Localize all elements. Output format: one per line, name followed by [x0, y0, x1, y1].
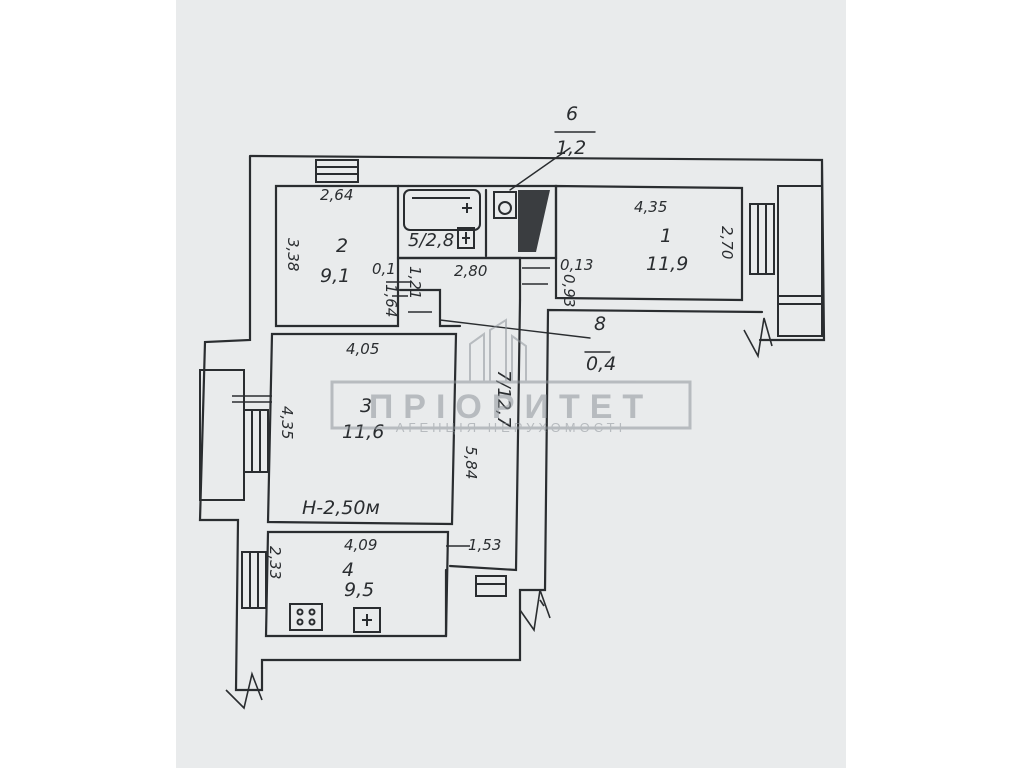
- ventilation-shaft: [518, 190, 550, 252]
- watermark: ПРІОРИТЕТ АГЕНЦІЯ НЕРУХОМОСТІ: [330, 318, 692, 435]
- leader-line-6: [509, 147, 571, 191]
- bathtub-icon: [403, 189, 481, 231]
- dim-1-53: 1,53: [468, 536, 501, 554]
- dim-4-35-left: 4,35: [278, 406, 296, 439]
- room-8-number: 8: [594, 313, 606, 335]
- room-1-number: 1: [660, 225, 672, 247]
- window-icon: [199, 159, 823, 609]
- dimension-ticks: [232, 267, 550, 547]
- dim-2-64: 2,64: [320, 186, 353, 204]
- ceiling-height: H-2,50м: [302, 497, 380, 519]
- dim-1-21: 1,21: [406, 266, 424, 299]
- room-1-area: 11,9: [646, 253, 688, 275]
- dim-5-84: 5,84: [462, 446, 480, 479]
- dim-3-38: 3,38: [284, 238, 302, 271]
- room-1-walls: [554, 184, 744, 302]
- room-2-number: 2: [336, 235, 348, 257]
- room-4-number: 4: [342, 559, 354, 581]
- dim-4-35-top: 4,35: [634, 198, 667, 216]
- watermark-title: ПРІОРИТЕТ: [369, 388, 653, 426]
- dim-1-64: 1,64: [382, 284, 400, 317]
- dim-2-33: 2,33: [266, 546, 284, 579]
- room-4-area: 9,5: [344, 579, 374, 601]
- dim-2-70: 2,70: [718, 226, 736, 259]
- stove-icon: [289, 603, 323, 631]
- room-5-label: 5/2,8: [408, 230, 454, 251]
- kitchen-sink-icon: [353, 607, 381, 633]
- room-8-area: 0,4: [586, 353, 616, 375]
- dim-0-1: 0,1: [372, 260, 396, 278]
- dim-4-09: 4,09: [344, 536, 377, 554]
- room-7-label: 7/12,7: [493, 370, 514, 428]
- toilet-icon: [493, 191, 517, 219]
- room-3-number: 3: [360, 395, 372, 417]
- dim-0-93: 0,93: [560, 274, 578, 307]
- dim-4-05: 4,05: [346, 340, 379, 358]
- room-6-number: 6: [566, 103, 578, 125]
- dim-2-80: 2,80: [454, 262, 487, 280]
- room-2-area: 9,1: [320, 265, 350, 287]
- room-2-walls: [274, 184, 400, 328]
- room-6-area: 1,2: [556, 137, 586, 159]
- room-3-walls: [266, 332, 458, 526]
- watermark-subtitle: АГЕНЦІЯ НЕРУХОМОСТІ: [396, 420, 627, 435]
- dim-0-13: 0,13: [560, 256, 593, 274]
- sink-icon: [457, 227, 475, 249]
- door-icon: [225, 317, 773, 710]
- scanned-sheet: [176, 0, 846, 768]
- building-logo-icon: [469, 318, 527, 382]
- leader-line-8: [439, 319, 591, 339]
